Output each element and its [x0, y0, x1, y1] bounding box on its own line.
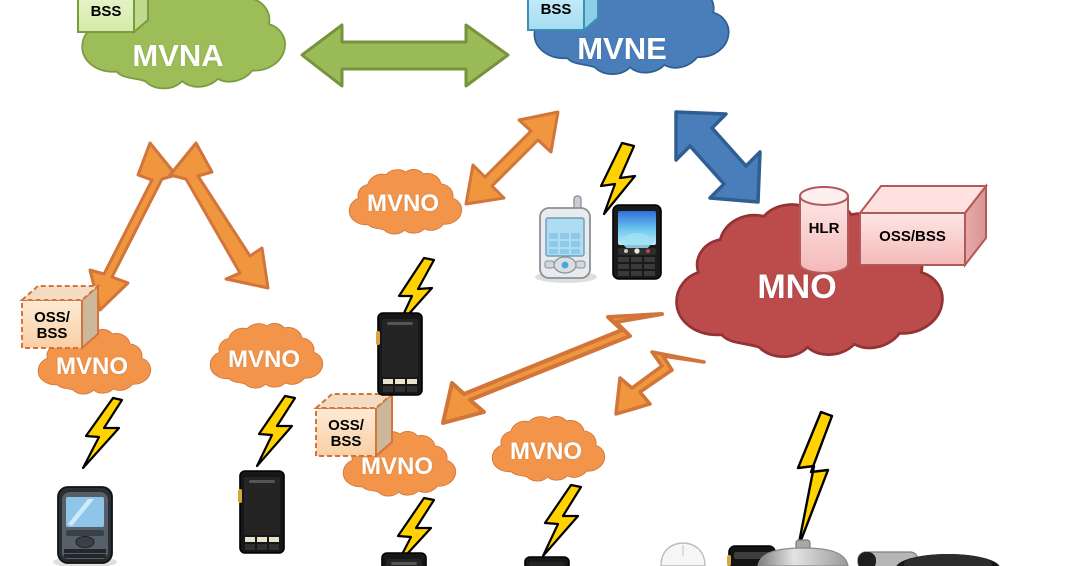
device-candybar-mvno4 — [381, 552, 427, 566]
box-ossbss-mvno-4[interactable] — [313, 391, 395, 459]
box-label-hlr: HLR — [808, 220, 840, 237]
box-label-ossbss-mno: OSS/BSS — [879, 228, 946, 245]
box-ossbss-mvne[interactable] — [527, 0, 599, 33]
cloud-label-mvno-5: MVNO — [510, 438, 582, 465]
box-ossbss-mvno-2[interactable] — [19, 283, 101, 351]
device-mouse — [660, 542, 706, 566]
connector-mvne-mno — [674, 110, 762, 204]
box-label-ossbss-mvne: OSS/ BSS — [538, 0, 574, 18]
connector-mvno-4-mno — [441, 312, 664, 425]
device-blackberry — [53, 486, 117, 566]
device-candybar-mvno1 — [376, 312, 423, 396]
device-candybar-mvno3 — [238, 470, 285, 554]
connector-mvna-mvne — [300, 23, 510, 88]
connector-mvna-mvno-3 — [168, 141, 270, 290]
device-dongle — [757, 539, 849, 566]
box-ossbss-mno[interactable] — [857, 183, 989, 268]
connector-mvno-5-mno — [614, 350, 706, 416]
device-candybar-blue — [612, 204, 662, 280]
box-ossbss-mvna[interactable] — [77, 0, 149, 35]
cloud-label-mvne: MVNE — [577, 31, 667, 66]
bolt-mvno-5 — [541, 483, 583, 558]
cloud-label-mvna: MVNA — [132, 38, 224, 73]
cloud-label-mvno-4: MVNO — [361, 453, 433, 480]
bolt-mno — [796, 410, 834, 550]
bolt-mvno-2 — [81, 396, 124, 470]
cloud-label-mvno-1: MVNO — [367, 190, 439, 217]
connector-mvna-mvno-2 — [88, 141, 178, 312]
device-router — [896, 554, 1000, 566]
cloud-label-mvno-2: MVNO — [56, 353, 128, 380]
connector-mvne-mvno-1 — [464, 110, 560, 206]
box-hlr[interactable] — [799, 186, 849, 274]
bolt-mvne — [599, 141, 637, 216]
bolt-mvno-1 — [396, 256, 436, 328]
bolt-mvno-3 — [255, 394, 297, 468]
cloud-label-mno: MNO — [757, 268, 837, 306]
box-label-ossbss-mvna: OSS/ BSS — [88, 0, 124, 20]
device-pda-white — [535, 195, 597, 283]
cloud-label-mvno-3: MVNO — [228, 346, 300, 373]
box-label-ossbss-mvno-4: OSS/ BSS — [328, 417, 364, 450]
bolt-mvno-4 — [394, 496, 436, 566]
device-candybar-mvno5 — [524, 556, 570, 566]
box-label-ossbss-mvno-2: OSS/ BSS — [34, 309, 70, 342]
